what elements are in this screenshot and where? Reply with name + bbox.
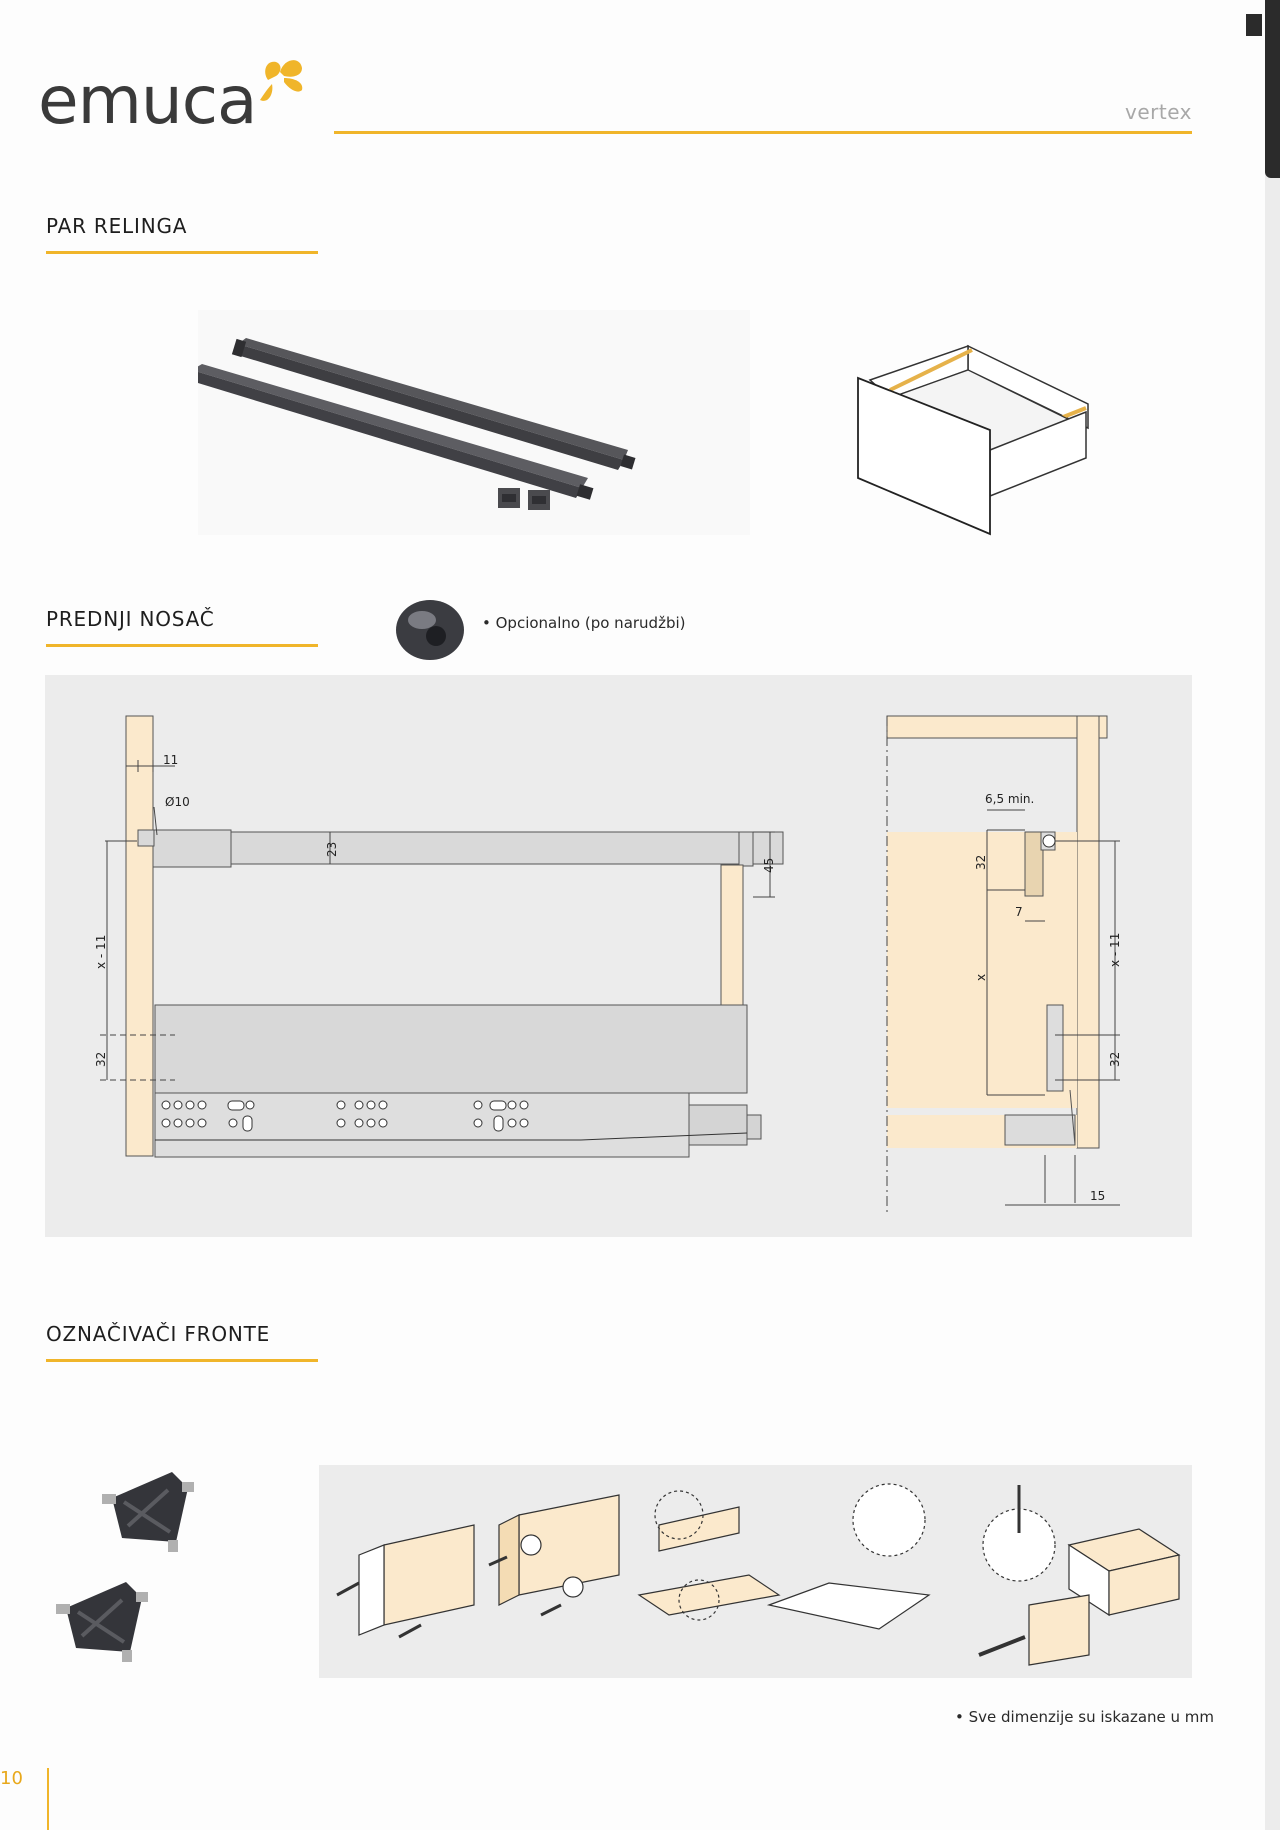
section-rule-relinga [46,251,318,254]
support-knob-photo [376,588,482,670]
dim-diameter-10: Ø10 [165,795,190,809]
nosac-note-text: Opcionalno (po narudžbi) [495,614,686,632]
section-title-relinga: PAR RELINGA [46,214,188,238]
section-title-nosac: PREDNJI NOSAČ [46,607,215,631]
footer-rule [47,1768,49,1830]
dim-32-right-bottom: 32 [1108,1052,1122,1067]
page-number: 10 [0,1768,23,1789]
brand-wordmark: emuca [38,62,257,139]
chapter-marker [1246,14,1262,36]
dim-32-right-top: 32 [974,855,988,870]
dim-32-left: 32 [94,1052,108,1067]
rails-photo [183,310,750,535]
brand-logo: emuca [38,50,308,140]
dim-7: 7 [1015,905,1023,919]
header-rule [334,131,1192,134]
logo-mark-icon [260,60,303,101]
mounting-steps-illustration [336,1483,1181,1666]
technical-drawing: 11 Ø10 23 45 x - 11 32 6,5 min. 32 7 x x… [94,715,1122,1215]
section-rule-fronte [46,1359,318,1362]
dim-x-minus-11-right: x - 11 [1108,933,1122,967]
nosac-note: • Opcionalno (po narudžbi) [482,614,686,632]
drawer-rail-diagram [850,338,1090,538]
dim-11: 11 [163,753,178,767]
rails-illustration [183,338,636,510]
dim-x-minus-11-left: x - 11 [94,935,108,969]
dim-23: 23 [325,842,339,857]
product-line-label: vertex [1125,100,1192,124]
front-markers-photo [46,1454,242,1684]
technical-drawing-panel: 11 Ø10 23 45 x - 11 32 6,5 min. 32 7 x x… [45,675,1192,1237]
footnote-text: Sve dimenzije su iskazane u mm [968,1708,1215,1726]
side-strip [1265,0,1280,1830]
bullet-icon: • [482,614,496,632]
section-title-fronte: OZNAČIVAČI FRONTE [46,1322,271,1346]
mounting-steps-panel [319,1465,1192,1678]
bullet-icon: • [955,1708,969,1726]
dim-15: 15 [1090,1189,1105,1203]
section-rule-nosac [46,644,318,647]
dim-x: x [974,974,988,981]
side-strip-tab [1265,0,1280,178]
dim-45: 45 [762,858,776,873]
footnote: • Sve dimenzije su iskazane u mm [955,1708,1214,1726]
dim-6-5-min: 6,5 min. [985,792,1034,806]
